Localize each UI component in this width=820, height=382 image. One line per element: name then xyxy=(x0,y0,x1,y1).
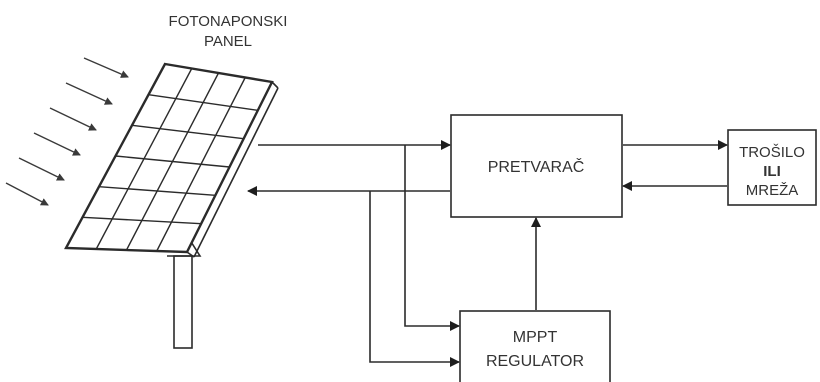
mppt-box xyxy=(459,310,611,382)
sunlight-rays xyxy=(5,57,129,206)
panel-column-divider xyxy=(125,72,220,251)
sun-ray xyxy=(49,107,97,131)
panel-frame xyxy=(64,62,274,254)
load-label-line1: TROŠILO xyxy=(739,144,805,161)
wire-voltage-sense xyxy=(404,145,460,331)
mppt-label-line1: MPPT xyxy=(513,329,558,346)
converter-label: PRETVARAČ xyxy=(488,157,585,176)
sun-ray xyxy=(65,82,113,105)
sun-ray xyxy=(33,132,81,156)
panel-cell-grid xyxy=(82,68,258,252)
panel-column-divider xyxy=(156,77,246,252)
panel-title-line1: FOTONAPONSKI xyxy=(169,13,288,30)
load-label-line3: MREŽA xyxy=(746,182,799,199)
load-block: TROŠILO ILI MREŽA xyxy=(727,129,817,206)
mppt-block: MPPT REGULATOR xyxy=(459,310,611,382)
solar-panel xyxy=(64,62,279,258)
sun-ray xyxy=(83,57,129,78)
panel-edge xyxy=(271,81,279,89)
converter-box xyxy=(450,114,623,218)
panel-title-line2: PANEL xyxy=(204,33,252,50)
panel-edge xyxy=(193,87,279,258)
sun-ray xyxy=(5,182,49,206)
mppt-label-line2: REGULATOR xyxy=(486,353,584,370)
panel-edge xyxy=(186,251,195,258)
sun-ray xyxy=(18,157,65,181)
wiring xyxy=(247,140,728,367)
panel-pole xyxy=(173,255,193,349)
converter-block: PRETVARAČ xyxy=(450,114,623,218)
wire-current-sense xyxy=(369,191,460,367)
panel-column-divider xyxy=(95,68,193,250)
load-label-line2: ILI xyxy=(763,163,781,180)
load-box xyxy=(727,129,817,206)
